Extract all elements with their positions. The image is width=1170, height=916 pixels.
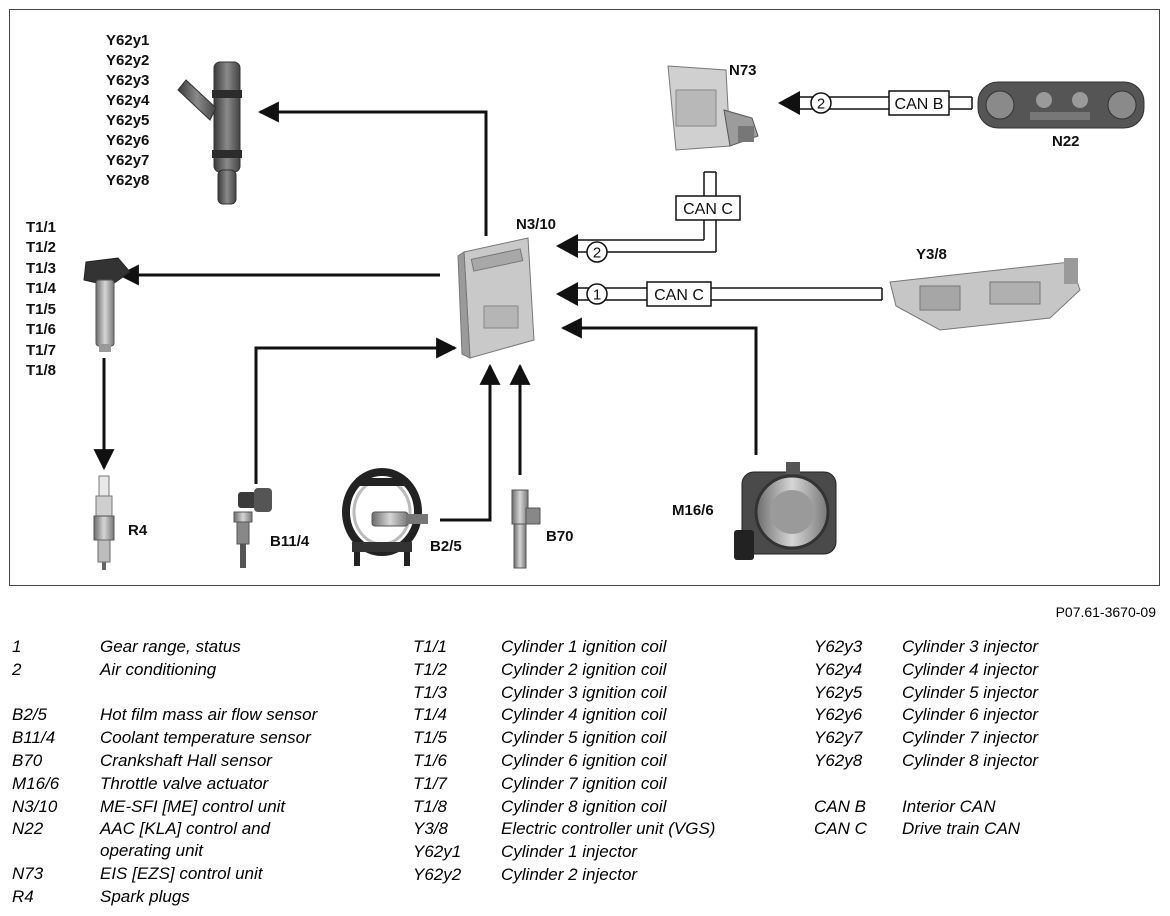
can-c-label-lower: CAN C bbox=[646, 281, 712, 307]
line-from-m16-6 bbox=[560, 317, 758, 455]
svg-text:Y62y4: Y62y4 bbox=[106, 92, 150, 109]
control-unit-illustration bbox=[457, 237, 535, 359]
svg-text:CAN C: CAN C bbox=[683, 201, 733, 218]
svg-text:T1/3: T1/3 bbox=[26, 260, 56, 277]
svg-text:T1/6: T1/6 bbox=[26, 321, 56, 338]
svg-text:T1/4: T1/4 bbox=[26, 280, 57, 297]
svg-text:Y62y8: Y62y8 bbox=[106, 172, 149, 189]
coil-labels: T1/1 T1/2 T1/3 T1/4 T1/5 T1/6 T1/7 T1/8 bbox=[26, 219, 57, 379]
eis-illustration bbox=[667, 65, 759, 151]
svg-text:2: 2 bbox=[593, 245, 601, 262]
maf-sensor-illustration bbox=[342, 468, 428, 566]
line-from-b11-4 bbox=[254, 337, 458, 484]
label-m16-6: M16/6 bbox=[672, 502, 714, 519]
system-diagram: CAN B CAN C CAN C 2 2 1 bbox=[26, 32, 1145, 570]
coolant-sensor-illustration bbox=[233, 488, 272, 568]
svg-text:T1/8: T1/8 bbox=[26, 362, 56, 379]
spark-plug-illustration bbox=[93, 475, 115, 570]
legend-row-spacer bbox=[814, 773, 1154, 796]
diagram-frame bbox=[9, 9, 1160, 586]
can-buses bbox=[578, 96, 973, 301]
crank-sensor-illustration bbox=[511, 489, 541, 569]
svg-text:Y62y6: Y62y6 bbox=[106, 132, 149, 149]
can-number-1: 1 bbox=[586, 283, 608, 305]
can-arrowheads bbox=[556, 91, 800, 306]
aac-panel-illustration bbox=[977, 81, 1145, 129]
svg-text:Y62y1: Y62y1 bbox=[106, 32, 149, 49]
signal-lines bbox=[93, 101, 758, 522]
can-number-2: 2 bbox=[586, 241, 608, 263]
ignition-coil-illustration bbox=[83, 257, 131, 352]
svg-text:CAN B: CAN B bbox=[895, 96, 944, 113]
throttle-valve-illustration bbox=[734, 462, 837, 560]
svg-text:Y62y5: Y62y5 bbox=[106, 112, 149, 129]
svg-text:T1/1: T1/1 bbox=[26, 219, 56, 236]
svg-text:Y62y3: Y62y3 bbox=[106, 72, 149, 89]
label-n22: N22 bbox=[1052, 133, 1080, 150]
line-from-b2-5 bbox=[440, 363, 501, 522]
svg-text:T1/5: T1/5 bbox=[26, 301, 56, 318]
svg-text:CAN C: CAN C bbox=[654, 287, 704, 304]
label-b70: B70 bbox=[546, 528, 574, 545]
can-b-label: CAN B bbox=[888, 90, 950, 116]
svg-text:T1/7: T1/7 bbox=[26, 342, 56, 359]
can-c-label-upper: CAN C bbox=[675, 195, 741, 221]
injector-illustration bbox=[177, 61, 242, 205]
figure-reference-code: P07.61-3670-09 bbox=[1055, 604, 1156, 620]
legend-row-spacer bbox=[12, 682, 392, 705]
label-r4: R4 bbox=[128, 522, 148, 539]
svg-text:T1/2: T1/2 bbox=[26, 239, 56, 256]
can-number-2-top: 2 bbox=[810, 92, 832, 114]
vgs-illustration bbox=[889, 258, 1081, 331]
label-n73: N73 bbox=[729, 62, 757, 79]
label-b2-5: B2/5 bbox=[430, 538, 462, 555]
svg-text:1: 1 bbox=[593, 287, 601, 304]
svg-text:Y62y7: Y62y7 bbox=[106, 152, 149, 169]
svg-text:2: 2 bbox=[817, 96, 825, 113]
line-to-injectors bbox=[257, 101, 488, 236]
injector-labels: Y62y1 Y62y2 Y62y3 Y62y4 Y62y5 Y62y6 Y62y… bbox=[106, 32, 150, 189]
label-n3-10: N3/10 bbox=[516, 216, 556, 233]
label-b11-4: B11/4 bbox=[270, 533, 310, 550]
label-y3-8: Y3/8 bbox=[916, 246, 947, 263]
svg-text:Y62y2: Y62y2 bbox=[106, 52, 149, 69]
